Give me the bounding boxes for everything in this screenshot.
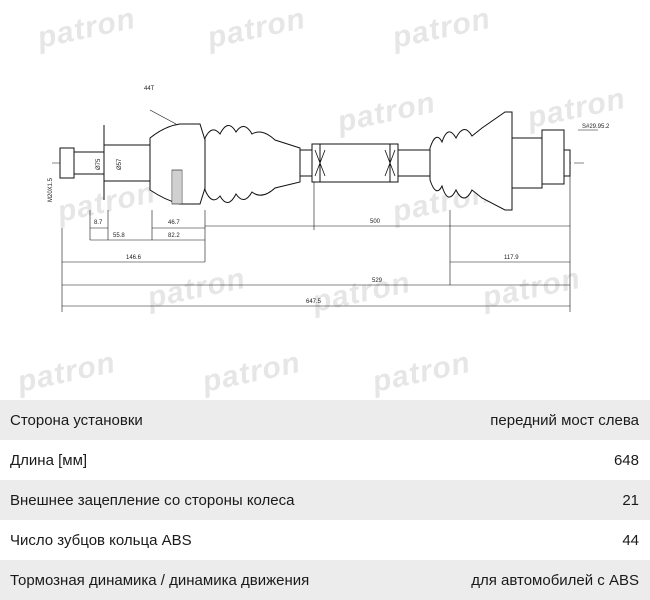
label-82-2: 82.2	[168, 233, 180, 239]
bar-right	[397, 149, 431, 177]
stub-shaft	[103, 144, 151, 182]
label-d75: Ø75	[96, 158, 102, 170]
watermark: patron	[144, 262, 249, 315]
thread-stub	[59, 147, 75, 179]
inner-flange	[563, 149, 571, 177]
label-8-7: 8.7	[94, 220, 103, 226]
label-spline: S#29.95.2	[582, 124, 610, 130]
inner-stub	[541, 129, 565, 185]
abs-ring	[171, 169, 183, 205]
spec-row: Внешнее зацепление со стороны колеса 21	[0, 480, 650, 520]
dimension-lines	[61, 109, 598, 312]
watermark: patron	[479, 262, 584, 315]
spec-value: для автомобилей с ABS	[471, 571, 639, 589]
watermark: patron	[199, 346, 304, 399]
spec-label: Длина [мм]	[10, 451, 88, 469]
spec-label: Число зубцов кольца ABS	[10, 531, 192, 549]
spec-row: Число зубцов кольца ABS 44	[0, 520, 650, 560]
spec-value: 21	[622, 491, 639, 509]
watermark-group: patron patron patron patron patron patro…	[14, 2, 629, 399]
spec-value: 44	[622, 531, 639, 549]
watermark: patron	[524, 82, 629, 135]
label-500: 500	[370, 219, 381, 225]
spec-row: Тормозная динамика / динамика движения д…	[0, 560, 650, 600]
watermark: patron	[309, 266, 414, 319]
spec-value: передний мост слева	[490, 411, 639, 429]
label-117-9: 117.9	[504, 255, 519, 261]
label-55-8: 55.8	[113, 233, 125, 239]
spec-label: Сторона установки	[10, 411, 143, 429]
drive-shaft-drawing: patron patron patron patron patron patro…	[14, 2, 629, 399]
spec-label: Внешнее зацепление со стороны колеса	[10, 491, 295, 509]
inner-housing	[511, 137, 543, 189]
label-529: 529	[372, 278, 383, 284]
label-146-6: 146.6	[126, 255, 142, 261]
label-thread: M20X1.5	[48, 177, 54, 202]
outer-boot	[204, 125, 301, 203]
watermark: patron	[34, 2, 139, 55]
dimension-labels: M20X1.5 Ø75 Ø57 44T S#29.95.2 8.7 46.7 5…	[48, 86, 610, 305]
label-abs-teeth: 44T	[144, 86, 155, 92]
label-647-5: 647.5	[306, 299, 322, 305]
inner-boot	[429, 111, 513, 211]
label-d57: Ø57	[117, 158, 123, 170]
watermark: patron	[334, 86, 439, 139]
specs-table: Сторона установки передний мост слева Дл…	[0, 400, 650, 600]
shaft-outline	[52, 111, 585, 211]
damper	[311, 143, 399, 183]
watermark: patron	[14, 346, 119, 399]
spec-row: Сторона установки передний мост слева	[0, 400, 650, 440]
watermark: patron	[369, 346, 474, 399]
intermediate-bar	[299, 149, 313, 177]
spec-value: 648	[613, 451, 639, 469]
watermark: patron	[389, 2, 494, 55]
watermark: patron	[54, 176, 159, 229]
label-46-7: 46.7	[168, 220, 180, 226]
watermark: patron	[204, 2, 309, 55]
spec-label: Тормозная динамика / динамика движения	[10, 571, 310, 589]
spec-row: Длина [мм] 648	[0, 440, 650, 480]
